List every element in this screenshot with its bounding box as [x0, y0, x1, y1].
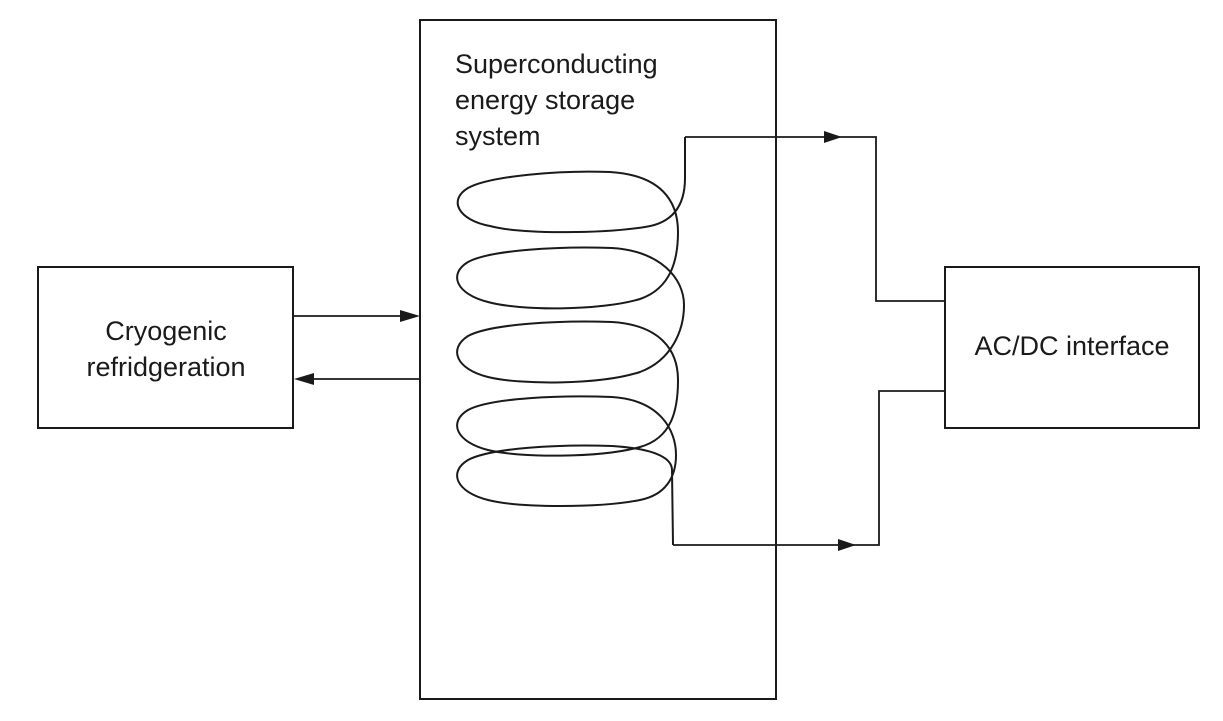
refrigeration-supply-line	[293, 310, 420, 322]
lower-lead-arrowhead	[838, 539, 856, 551]
acdc-interface-box	[944, 266, 1200, 429]
supply-line-arrowhead	[400, 310, 420, 322]
cryogenic-refrigeration-label-line2: refridgeration	[86, 352, 245, 382]
lower-lead-wire	[673, 390, 945, 546]
upper-lead-wire	[685, 136, 945, 302]
superconducting-coil	[456, 137, 686, 546]
acdc-interface-block: AC/DC interface	[944, 266, 1200, 429]
upper-lead-connection	[685, 131, 945, 302]
coil-winding	[456, 137, 686, 546]
refrigeration-return-line	[294, 373, 420, 385]
cryogenic-refrigeration-label-line1: Cryogenic	[105, 316, 227, 346]
cryogenic-refrigeration-block: Cryogenic refridgeration	[37, 266, 294, 429]
return-line-arrowhead	[294, 373, 314, 385]
upper-lead-arrowhead	[824, 131, 842, 143]
cryogenic-refrigeration-box	[37, 266, 294, 429]
acdc-interface-label: AC/DC interface	[974, 331, 1169, 361]
superconducting-storage-box	[419, 19, 777, 700]
storage-label-line3: system	[455, 121, 541, 151]
lower-lead-connection	[673, 390, 945, 551]
superconducting-storage-block: Superconducting energy storage system	[419, 19, 777, 700]
storage-label-line1: Superconducting	[455, 49, 658, 79]
storage-label-line2: energy storage	[455, 85, 635, 115]
